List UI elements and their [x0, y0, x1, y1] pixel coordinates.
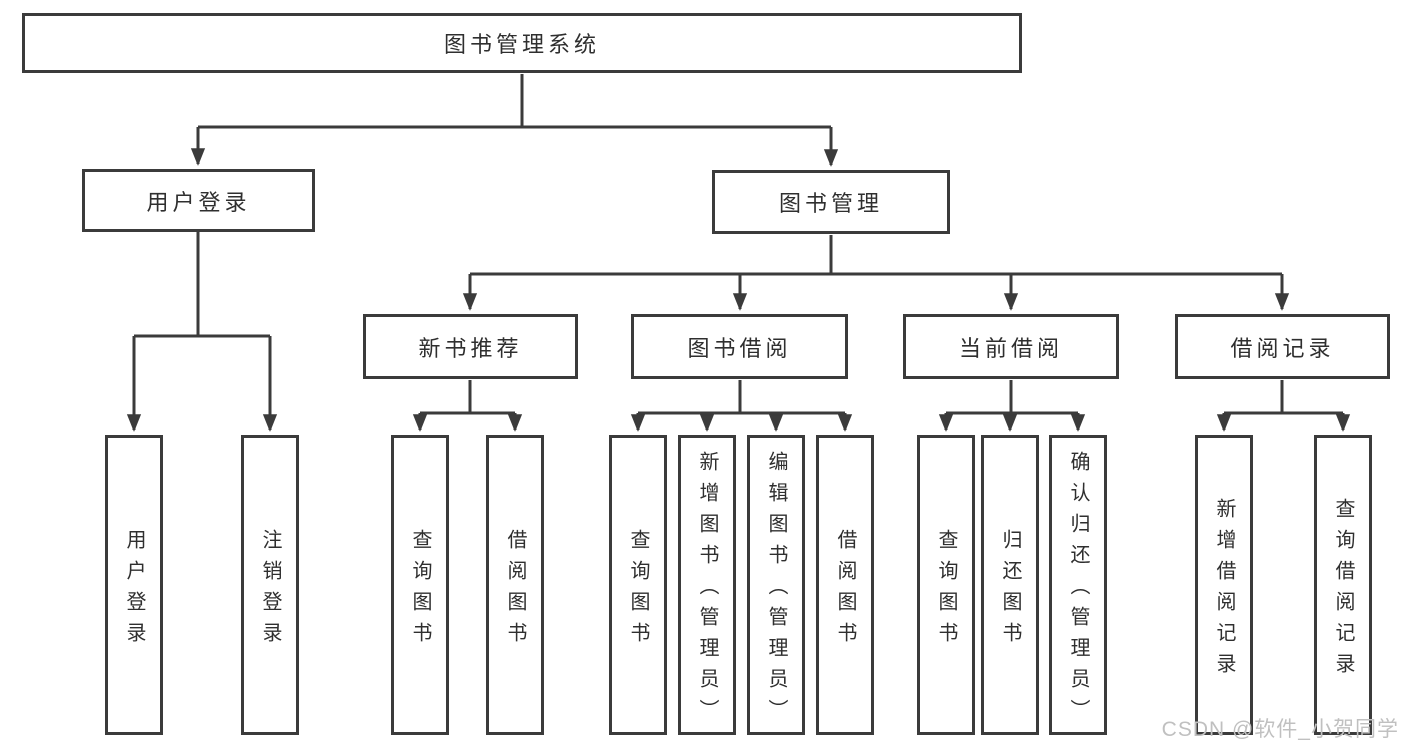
leaf-label: 归还图书 [999, 528, 1021, 653]
node-user-login: 用户登录 [82, 169, 315, 232]
connector-user-login-rail [134, 232, 270, 338]
leaf-edit-book-admin: 编辑图书（管理员） [747, 435, 805, 735]
connector-book-mgmt-rail [470, 235, 1282, 276]
leaf-label: 编辑图书（管理员） [765, 451, 787, 730]
leaf-add-book-admin: 新增图书（管理员） [678, 435, 736, 735]
node-borrowing-records: 借阅记录 [1175, 314, 1390, 379]
connector-borrow-rail [638, 380, 845, 415]
connector-record-rail [1224, 380, 1343, 415]
leaf-return-book: 归还图书 [981, 435, 1039, 735]
leaf-label: 用户登录 [123, 528, 145, 653]
node-current-borrowing: 当前借阅 [903, 314, 1119, 379]
csdn-watermark: CSDN @软件_小贺同学 [1161, 718, 1399, 741]
leaf-add-borrow-record: 新增借阅记录 [1195, 435, 1253, 735]
node-label: 用户登录 [146, 189, 251, 215]
leaf-label: 新增借阅记录 [1213, 497, 1235, 684]
leaf-user-login: 用户登录 [105, 435, 163, 735]
leaf-query-borrow-record: 查询借阅记录 [1314, 435, 1372, 735]
leaf-label: 查询图书 [627, 528, 649, 653]
node-new-book-recommendation: 新书推荐 [363, 314, 578, 379]
node-library-management-system: 图书管理系统 [22, 13, 1022, 73]
leaf-query-books-recommend: 查询图书 [391, 435, 449, 735]
node-label: 当前借阅 [958, 335, 1063, 361]
node-label: 图书借阅 [687, 335, 792, 361]
leaf-query-books-current: 查询图书 [917, 435, 975, 735]
leaf-label: 注销登录 [259, 528, 281, 653]
leaf-logout: 注销登录 [241, 435, 299, 735]
leaf-label: 查询借阅记录 [1332, 497, 1354, 684]
connector-new-book-rail [420, 380, 515, 415]
leaf-label: 借阅图书 [504, 528, 526, 653]
node-label: 图书管理 [778, 191, 883, 216]
node-book-management: 图书管理 [712, 170, 950, 234]
node-label: 图书管理系统 [443, 32, 600, 57]
connector-root-trunk [198, 74, 831, 129]
leaf-borrow-books-recommend: 借阅图书 [486, 435, 544, 735]
node-label: 借阅记录 [1230, 335, 1335, 361]
node-label: 新书推荐 [418, 335, 523, 361]
connector-current-rail [946, 380, 1078, 415]
leaf-label: 借阅图书 [834, 528, 856, 653]
leaf-borrow-books-borrowing: 借阅图书 [816, 435, 874, 735]
leaf-label: 查询图书 [935, 528, 957, 653]
leaf-label: 新增图书（管理员） [696, 451, 718, 730]
leaf-query-books-borrowing: 查询图书 [609, 435, 667, 735]
leaf-label: 确认归还（管理员） [1067, 451, 1089, 730]
leaf-confirm-return-admin: 确认归还（管理员） [1049, 435, 1107, 735]
leaf-label: 查询图书 [409, 528, 431, 653]
node-book-borrowing: 图书借阅 [631, 314, 848, 379]
